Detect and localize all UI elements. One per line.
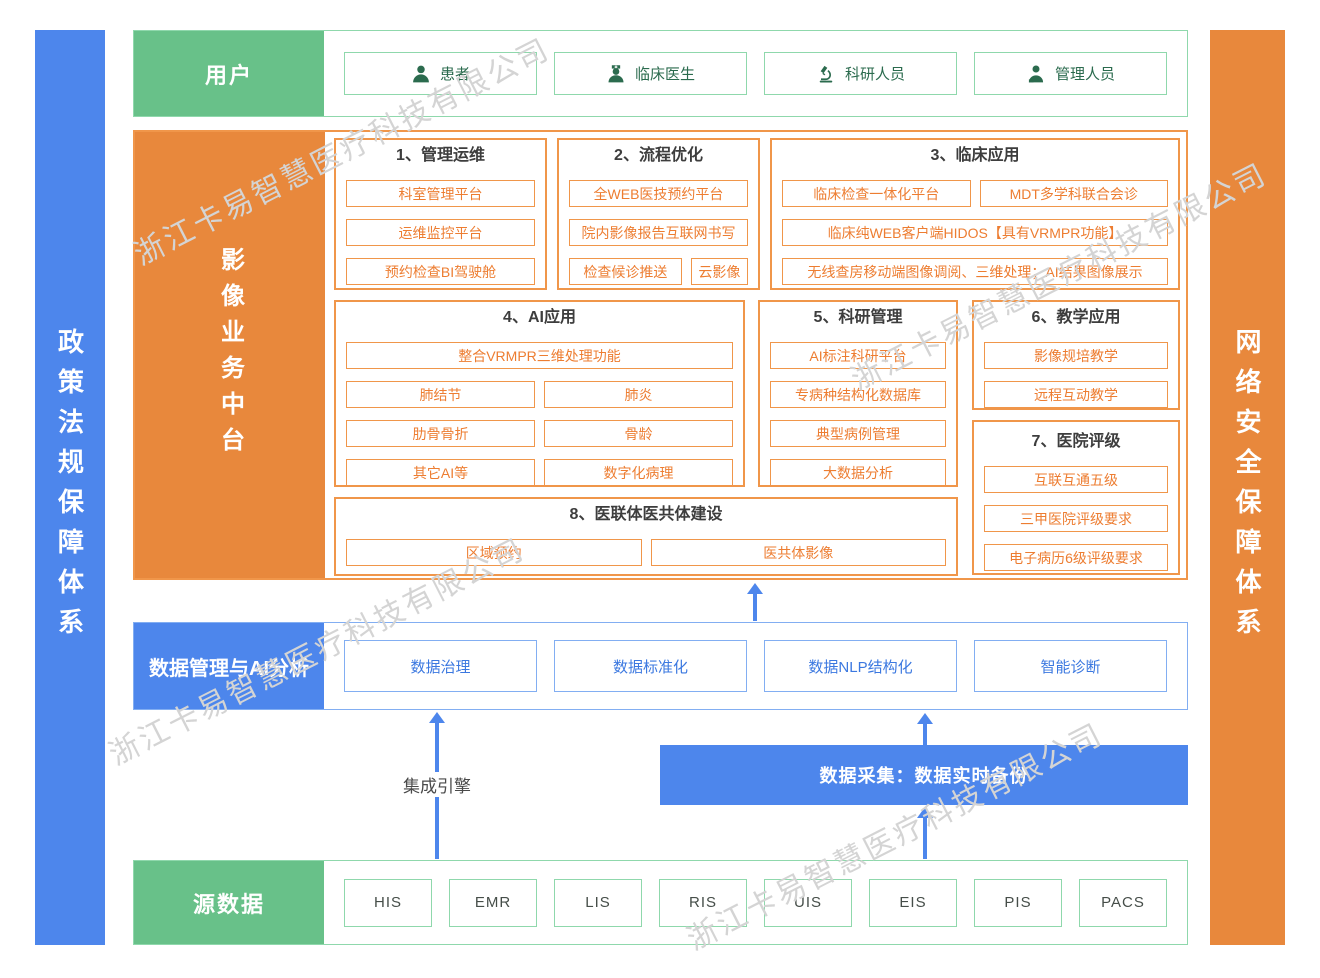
imaging-platform-label-text: 影像业务中台 xyxy=(216,247,244,463)
source-data-items: HIS EMR LIS RIS UIS EIS PIS PACS xyxy=(324,861,1187,944)
platform-item: MDT多学科联合会诊 xyxy=(979,180,1168,207)
platform-item: 院内影像报告互联网书写 xyxy=(569,219,748,246)
platform-item: 云影像 xyxy=(690,258,748,285)
source-item-uis: UIS xyxy=(764,878,852,927)
platform-item: 肺结节 xyxy=(346,381,535,408)
platform-item: 预约检查BI驾驶舱 xyxy=(346,258,535,285)
policy-regulation-bar: 政策法规保障体系 xyxy=(35,30,105,945)
user-item-label: 临床医生 xyxy=(634,66,695,83)
platform-item: 临床纯WEB客户端HIDOS【具有VRMPR功能】 xyxy=(782,219,1168,246)
section-title: 5、科研管理 xyxy=(813,309,903,326)
platform-item: 专病种结构化数据库 xyxy=(770,381,946,408)
data-collection-box: 数据采集：数据实时备份 xyxy=(660,745,1188,805)
platform-item: 骨龄 xyxy=(544,420,733,447)
users-band: 用户 患者 临床医生 科研人员 管理人员 xyxy=(133,30,1188,117)
platform-item: 临床检查一体化平台 xyxy=(782,180,971,207)
data-management-band: 数据管理与AI分析 数据治理 数据标准化 数据NLP结构化 智能诊断 xyxy=(133,622,1188,710)
section-title: 3、临床应用 xyxy=(930,147,1020,164)
user-item-label: 患者 xyxy=(439,66,470,83)
platform-item: 全WEB医技预约平台 xyxy=(569,180,748,207)
section-title: 7、医院评级 xyxy=(1031,433,1121,450)
section-hospital-rating: 7、医院评级 互联互通五级 三甲医院评级要求 电子病历6级评级要求 xyxy=(972,420,1180,575)
section-title: 1、管理运维 xyxy=(396,147,485,164)
source-item-emr: EMR xyxy=(449,878,537,927)
section-row: 肺结节 肺炎 xyxy=(346,381,733,408)
imaging-platform-band: 影像业务中台 1、管理运维 科室管理平台 运维监控平台 预约检查BI驾驶舱 2、… xyxy=(133,130,1188,580)
platform-item: 医共体影像 xyxy=(650,539,946,566)
policy-regulation-label: 政策法规保障体系 xyxy=(54,327,85,648)
section-row: 检查候诊推送 云影像 xyxy=(569,258,748,285)
section-clinical-apps: 3、临床应用 临床检查一体化平台 MDT多学科联合会诊 临床纯WEB客户端HID… xyxy=(770,138,1180,290)
platform-item: 检查候诊推送 xyxy=(569,258,682,285)
platform-item: 远程互动教学 xyxy=(984,381,1168,408)
user-item-patient: 患者 xyxy=(344,52,537,95)
source-data-label: 源数据 xyxy=(134,861,324,944)
platform-item: 整合VRMPR三维处理功能 xyxy=(346,342,733,369)
section-management-ops: 1、管理运维 科室管理平台 运维监控平台 预约检查BI驾驶舱 xyxy=(334,138,547,290)
section-ai-apps: 4、AI应用 整合VRMPR三维处理功能 肺结节 肺炎 肋骨骨折 骨龄 其它AI… xyxy=(334,300,745,487)
platform-item: 肺炎 xyxy=(544,381,733,408)
section-title: 6、教学应用 xyxy=(1031,309,1121,326)
platform-item: 无线查房移动端图像调阅、三维处理；AI结果图像展示 xyxy=(782,258,1168,285)
platform-item: 肋骨骨折 xyxy=(346,420,535,447)
imaging-platform-label: 影像业务中台 xyxy=(135,132,325,578)
section-medical-alliance: 8、医联体医共体建设 区域预约 医共体影像 xyxy=(334,497,958,576)
data-item-smart-diagnosis: 智能诊断 xyxy=(974,640,1167,692)
section-title: 4、AI应用 xyxy=(503,309,576,326)
data-management-label: 数据管理与AI分析 xyxy=(134,623,324,709)
platform-item: 典型病例管理 xyxy=(770,420,946,447)
user-item-label: 管理人员 xyxy=(1054,66,1115,83)
source-data-band: 源数据 HIS EMR LIS RIS UIS EIS PIS PACS xyxy=(133,860,1188,945)
platform-item: 运维监控平台 xyxy=(346,219,535,246)
platform-item: AI标注科研平台 xyxy=(770,342,946,369)
source-item-lis: LIS xyxy=(554,878,642,927)
platform-item: 区域预约 xyxy=(346,539,642,566)
user-item-researcher: 科研人员 xyxy=(764,52,957,95)
platform-item: 科室管理平台 xyxy=(346,180,535,207)
section-title: 8、医联体医共体建设 xyxy=(569,506,723,523)
section-process-optimization: 2、流程优化 全WEB医技预约平台 院内影像报告互联网书写 检查候诊推送 云影像 xyxy=(557,138,760,290)
users-band-items: 患者 临床医生 科研人员 管理人员 xyxy=(324,31,1187,116)
source-item-his: HIS xyxy=(344,878,432,927)
section-row: 区域预约 医共体影像 xyxy=(346,539,946,566)
source-item-pacs: PACS xyxy=(1079,878,1167,927)
data-item-nlp: 数据NLP结构化 xyxy=(764,640,957,692)
network-security-label: 网络安全保障体系 xyxy=(1232,327,1262,648)
section-row: 肋骨骨折 骨龄 xyxy=(346,420,733,447)
data-item-governance: 数据治理 xyxy=(344,640,537,692)
section-research-mgmt: 5、科研管理 AI标注科研平台 专病种结构化数据库 典型病例管理 大数据分析 xyxy=(758,300,958,487)
manager-icon xyxy=(1028,65,1044,82)
platform-item: 互联互通五级 xyxy=(984,466,1168,493)
platform-item: 大数据分析 xyxy=(770,459,946,486)
source-item-eis: EIS xyxy=(869,878,957,927)
platform-item: 电子病历6级评级要求 xyxy=(984,544,1168,571)
user-item-label: 科研人员 xyxy=(844,66,905,83)
section-title: 2、流程优化 xyxy=(614,147,703,164)
platform-item: 数字化病理 xyxy=(544,459,733,486)
users-band-label: 用户 xyxy=(134,31,324,116)
data-management-items: 数据治理 数据标准化 数据NLP结构化 智能诊断 xyxy=(324,623,1187,709)
data-item-standardization: 数据标准化 xyxy=(554,640,747,692)
integration-engine-label: 集成引擎 xyxy=(398,772,476,797)
source-item-ris: RIS xyxy=(659,878,747,927)
section-row: 其它AI等 数字化病理 xyxy=(346,459,733,486)
user-item-clinician: 临床医生 xyxy=(554,52,747,95)
section-row: 临床检查一体化平台 MDT多学科联合会诊 xyxy=(782,180,1168,207)
network-security-bar: 网络安全保障体系 xyxy=(1210,30,1285,945)
section-teaching-apps: 6、教学应用 影像规培教学 远程互动教学 xyxy=(972,300,1180,410)
user-item-manager: 管理人员 xyxy=(974,52,1167,95)
platform-item: 三甲医院评级要求 xyxy=(984,505,1168,532)
patient-icon xyxy=(413,65,429,82)
platform-item: 其它AI等 xyxy=(346,459,535,486)
platform-item: 影像规培教学 xyxy=(984,342,1168,369)
source-item-pis: PIS xyxy=(974,878,1062,927)
doctor-icon xyxy=(608,64,624,82)
microscope-icon xyxy=(819,65,833,82)
